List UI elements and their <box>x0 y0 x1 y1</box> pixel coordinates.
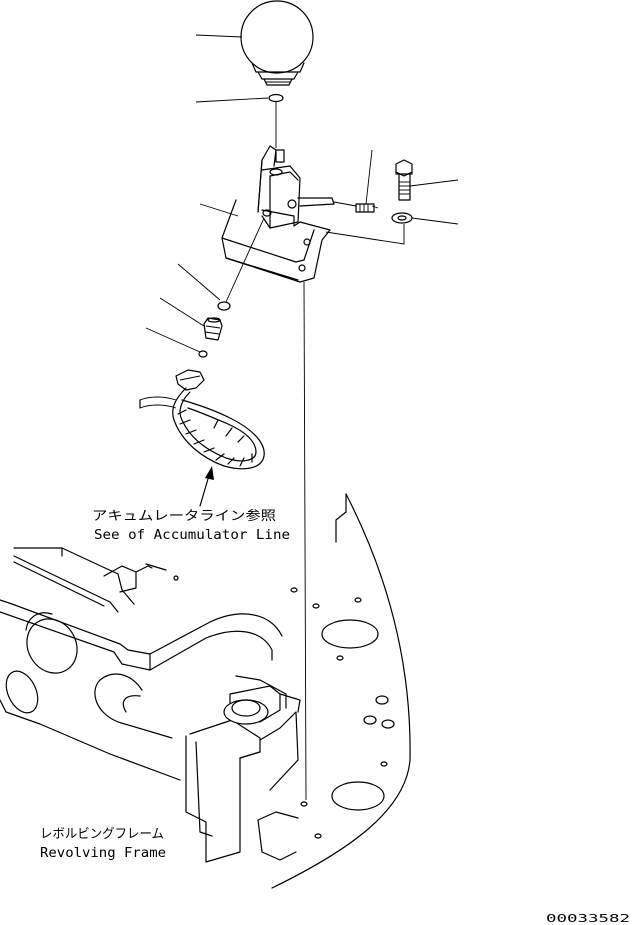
reference-arrow <box>199 466 214 507</box>
bolt <box>395 159 413 201</box>
accumulator-line-en-label: See of Accumulator Line <box>94 528 290 543</box>
revolving-frame <box>0 493 411 889</box>
leader-line-bolt <box>409 179 459 187</box>
leader-line-o-ring-middle <box>177 263 221 301</box>
leader-line-o-ring-top <box>195 97 269 103</box>
leader-line-elbow <box>159 297 205 327</box>
revolving-frame-jp-label: レボルビングフレーム <box>40 827 164 842</box>
center-line-fitting <box>225 217 265 303</box>
accumulator-line-jp-label: アキュムレータライン参照 <box>92 508 276 524</box>
o-ring-top <box>268 93 284 103</box>
revolving-frame-en-label: Revolving Frame <box>40 846 166 861</box>
elbow-fitting <box>203 317 223 341</box>
leader-line-o-ring-bottom <box>145 327 201 353</box>
leader-line-bracket <box>199 203 239 217</box>
o-ring-bottom <box>198 350 208 358</box>
o-ring-middle <box>217 301 231 311</box>
mounting-center-line <box>303 281 307 801</box>
bracket <box>221 145 335 283</box>
leader-line-plug <box>365 149 373 205</box>
plug-fitting <box>333 201 379 213</box>
leader-line-sphere <box>195 34 243 38</box>
accumulator-sphere <box>240 0 314 86</box>
leader-line-washer <box>411 217 459 225</box>
bolt-center-line <box>325 224 405 245</box>
drawing-number: 00033582 <box>546 912 630 925</box>
hose-assembly <box>139 369 265 470</box>
washer <box>391 212 413 224</box>
